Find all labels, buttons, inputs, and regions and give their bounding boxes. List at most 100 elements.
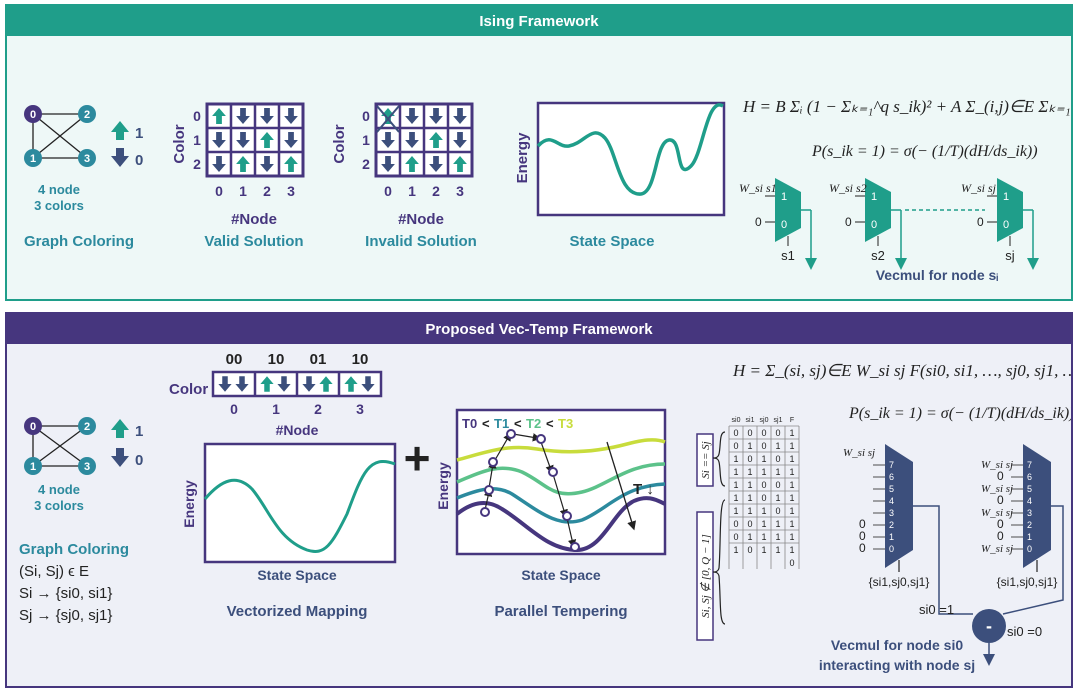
graph-node-label: 0	[30, 109, 36, 121]
spin-up-icon	[260, 131, 274, 149]
mux-weight-input: W_si s2	[829, 181, 867, 195]
truth-table-cell: 0	[747, 519, 752, 529]
spin-down-icon	[381, 155, 395, 173]
graph-color-count: 3 colors	[34, 198, 84, 213]
mux-input-one: 1	[781, 191, 787, 203]
truth-table-cell: 1	[747, 506, 752, 516]
spin-down-icon	[277, 376, 291, 392]
energy-landscape-curve	[536, 103, 724, 196]
vector-node-label: 2	[314, 401, 322, 417]
truth-table-cell: 1	[761, 454, 766, 464]
truth-table-cell: 1	[789, 532, 794, 542]
right-multiplexer	[1023, 444, 1051, 568]
right-mux-input-value: 0	[997, 493, 1004, 507]
color-row-label: 1	[193, 132, 201, 148]
left-mux-input-value: 0	[859, 529, 866, 543]
graph-coloring-graph: 0 2 1 3	[24, 105, 96, 167]
tempering-curve-t2	[456, 462, 666, 496]
group2-label-box	[696, 511, 714, 641]
truth-table-cell: 1	[775, 493, 780, 503]
truth-table-cell: 1	[789, 493, 794, 503]
spin-down-icon	[405, 131, 419, 149]
truth-table-cell: 1	[747, 532, 752, 542]
valid-solution-grid	[205, 102, 305, 178]
truth-table-cell: 1	[733, 467, 738, 477]
graph-coloring-label: Graph Coloring	[24, 233, 134, 250]
group2-brace	[712, 499, 726, 625]
vector-code-label: 00	[226, 351, 243, 368]
truth-table-cell: 0	[747, 428, 752, 438]
truth-table-cell: 1	[761, 467, 766, 477]
spin-down-icon	[236, 131, 250, 149]
mux-input-index: 5	[1027, 484, 1032, 494]
truth-table-cell: 1	[733, 493, 738, 503]
s0-label: S0	[527, 515, 540, 527]
mux-input-index: 5	[889, 484, 894, 494]
truth-table-cell: 1	[747, 441, 752, 451]
truth-table-cell: 0	[747, 545, 752, 555]
subtractor	[972, 609, 1006, 643]
spin-down-icon	[218, 376, 232, 392]
truth-table-cell: 1	[733, 506, 738, 516]
ising-multiplexer	[775, 178, 801, 242]
left-mux-input-value: 0	[859, 541, 866, 555]
temperature-label: T1	[494, 416, 509, 431]
invalid-solution-caption: Invalid Solution	[365, 233, 477, 250]
truth-table-cell: 0	[761, 493, 766, 503]
vector-code-label: 10	[268, 351, 285, 368]
mux-input-index: 7	[889, 460, 894, 470]
truth-table-cell: 1	[747, 480, 752, 490]
spin-down-icon	[260, 155, 274, 173]
truth-table-cell: 1	[733, 480, 738, 490]
spin-down-icon	[212, 155, 226, 173]
left-multiplexer	[885, 444, 913, 568]
truth-table-cell: 0	[775, 428, 780, 438]
truth-table-cell: 1	[761, 532, 766, 542]
vm-energy-axis-label: Energy	[181, 480, 197, 528]
temperature-label: T0	[462, 416, 477, 431]
invalid-color-axis-label: Color	[331, 124, 348, 163]
spin-down-icon	[260, 107, 274, 125]
right-mux-input-value: W_si sj	[981, 507, 1013, 519]
spin-down-value: 0	[135, 152, 143, 169]
mux-input-index: 3	[1027, 508, 1032, 518]
truth-table-cell: 0	[775, 506, 780, 516]
truth-table-cell: 1	[775, 441, 780, 451]
spin-up-icon	[260, 376, 274, 392]
vec-probability-equation: P(s_ik = 1) = σ(− (1/T)(dH/ds_ik))	[848, 405, 1071, 422]
truth-table-cell: 1	[789, 428, 794, 438]
vec-graph-coloring-label: Graph Coloring	[19, 541, 129, 558]
mux-input-index: 4	[889, 496, 894, 506]
spin-up-icon	[111, 121, 129, 140]
temperature-decrease-label: T ↓	[633, 481, 654, 498]
right-mux-output-wire	[1002, 505, 1064, 615]
group1-brace	[712, 431, 726, 487]
spin-down-icon	[212, 131, 226, 149]
truth-table-cell: 0	[733, 532, 738, 542]
spin-up-icon	[111, 419, 129, 438]
spin-down-icon	[429, 107, 443, 125]
spin-up-icon	[236, 155, 250, 173]
pt-energy-axis-label: Energy	[435, 462, 451, 510]
right-mux-input-value: 0	[997, 529, 1004, 543]
truth-table-cell: 0	[761, 441, 766, 451]
node-column-label: 2	[263, 183, 271, 199]
color-row-label: 0	[362, 108, 370, 124]
color-row-label: 2	[193, 156, 201, 172]
graph-node-label: 3	[84, 153, 90, 165]
truth-table-cell: 0	[789, 558, 794, 568]
node-column-label: 1	[239, 183, 247, 199]
plus-sign: +	[404, 432, 431, 484]
spin-down-icon	[453, 107, 467, 125]
mux-input-index: 0	[889, 544, 894, 554]
ising-framework-diagram: 0 2 1 3 1 0 4 node 3 colors Graph Colori…	[24, 97, 1071, 283]
truth-table-cell: 0	[761, 480, 766, 490]
mux-input-one: 1	[1003, 191, 1009, 203]
valid-solution-caption: Valid Solution	[204, 233, 303, 250]
truth-table-cell: 0	[733, 428, 738, 438]
temperature-label: <	[482, 416, 490, 431]
truth-table-header: sj0	[760, 417, 769, 424]
mux-input-index: 3	[889, 508, 894, 518]
right-mux-input-value: 0	[997, 517, 1004, 531]
